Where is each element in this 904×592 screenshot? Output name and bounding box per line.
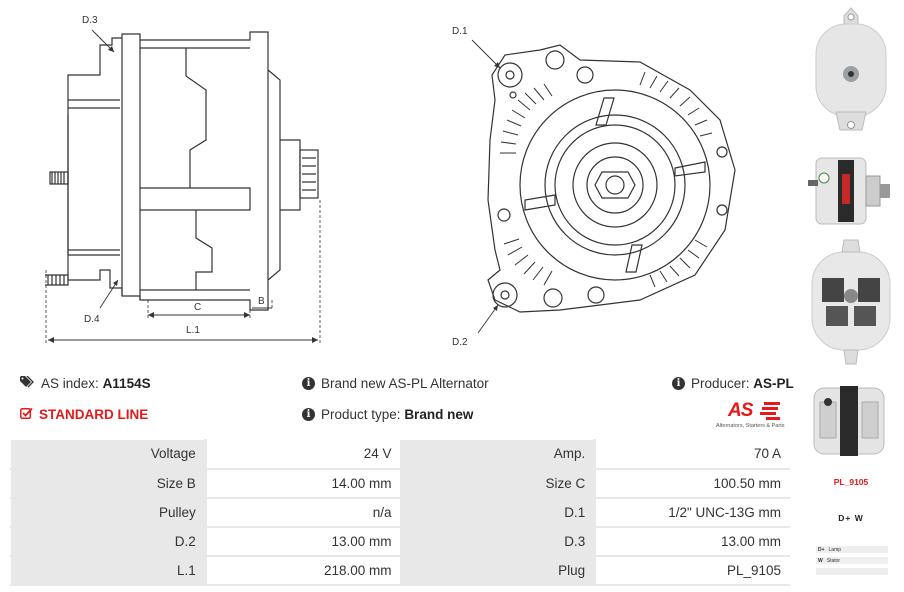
producer-value: AS-PL bbox=[753, 376, 794, 391]
product-type-value: Brand new bbox=[404, 407, 474, 422]
spec-label: Size B bbox=[10, 468, 206, 498]
label-b: B bbox=[258, 296, 265, 307]
as-pl-logo: AS Alternators, Starters & Parts bbox=[714, 400, 790, 430]
spec-value: n/a bbox=[203, 497, 401, 527]
product-type: i Product type: Brand new bbox=[302, 407, 473, 422]
thumbnail-column[interactable] bbox=[806, 0, 904, 592]
spec-value: 14.00 mm bbox=[203, 468, 401, 498]
spec-value: 218.00 mm bbox=[203, 555, 401, 585]
product-info: AS index: A1154S STANDARD LINE i Brand n… bbox=[0, 372, 800, 432]
label-c: C bbox=[194, 302, 202, 313]
spec-label: Amp. bbox=[399, 439, 596, 469]
spec-value: PL_9105 bbox=[593, 555, 790, 585]
description-text: Brand new AS-PL Alternator bbox=[321, 376, 489, 391]
info-circle-icon: i bbox=[302, 408, 315, 421]
spec-label: D.1 bbox=[399, 497, 596, 527]
producer: i Producer: AS-PL bbox=[672, 376, 794, 391]
plug-name: PL_9105 bbox=[833, 477, 869, 487]
logo-tagline: Alternators, Starters & Parts bbox=[716, 423, 785, 429]
as-index: AS index: A1154S bbox=[20, 375, 151, 391]
plug-legend-pin: D+ bbox=[818, 546, 825, 553]
as-index-label: AS index: bbox=[41, 376, 99, 391]
spec-value: 24 V bbox=[203, 439, 401, 469]
info-circle-icon: i bbox=[672, 377, 685, 390]
thumbnail-angled-view[interactable] bbox=[806, 372, 896, 470]
thumbnail-front-view[interactable] bbox=[806, 4, 896, 136]
product-type-label: Product type: bbox=[321, 407, 401, 422]
spec-label: L.1 bbox=[10, 555, 206, 585]
spec-value: 13.00 mm bbox=[203, 526, 401, 556]
checkbox-icon bbox=[20, 407, 33, 422]
plug-legend-pin: W bbox=[818, 557, 823, 564]
standard-line: STANDARD LINE bbox=[20, 407, 148, 422]
spec-label: Size C bbox=[399, 468, 596, 498]
tags-icon bbox=[20, 375, 35, 391]
logo-stripes bbox=[760, 402, 780, 420]
alternator-front-view bbox=[487, 44, 736, 313]
as-index-value: A1154S bbox=[102, 376, 151, 391]
label-d4: D.4 bbox=[84, 314, 100, 325]
thumbnail-side-view[interactable] bbox=[806, 140, 896, 236]
producer-label: Producer: bbox=[691, 376, 750, 391]
label-d1: D.1 bbox=[452, 26, 468, 37]
alternator-side-view bbox=[45, 29, 736, 345]
technical-drawing: D.3 D.4 C B L.1 D.1 D.2 bbox=[45, 15, 736, 348]
info-circle-icon: i bbox=[302, 377, 315, 390]
front-view-cooling-fins bbox=[500, 71, 713, 288]
plug-pins: D+ W bbox=[838, 513, 864, 523]
spec-label: Voltage bbox=[10, 439, 206, 469]
plug-legend-desc: Stator bbox=[826, 557, 841, 564]
label-l1: L.1 bbox=[186, 325, 200, 336]
spec-label: Pulley bbox=[10, 497, 206, 527]
plug-legend-row bbox=[816, 568, 888, 575]
spec-value: 70 A bbox=[593, 439, 790, 469]
thumbnail-rear-view[interactable] bbox=[806, 238, 896, 368]
label-d3: D.3 bbox=[82, 15, 98, 26]
plug-legend-desc: Lamp bbox=[828, 546, 842, 553]
spec-label: Plug bbox=[399, 555, 596, 585]
logo-text: AS bbox=[728, 400, 753, 421]
spec-label: D.2 bbox=[10, 526, 206, 556]
standard-line-label: STANDARD LINE bbox=[39, 407, 149, 422]
spec-value: 13.00 mm bbox=[593, 526, 790, 556]
spec-value: 1/2" UNC-13G mm bbox=[593, 497, 790, 527]
description: i Brand new AS-PL Alternator bbox=[302, 376, 489, 391]
plug-legend-row: D+Lamp bbox=[816, 546, 888, 553]
spec-value: 100.50 mm bbox=[593, 468, 790, 498]
label-d2: D.2 bbox=[452, 337, 468, 348]
spec-label: D.3 bbox=[399, 526, 596, 556]
